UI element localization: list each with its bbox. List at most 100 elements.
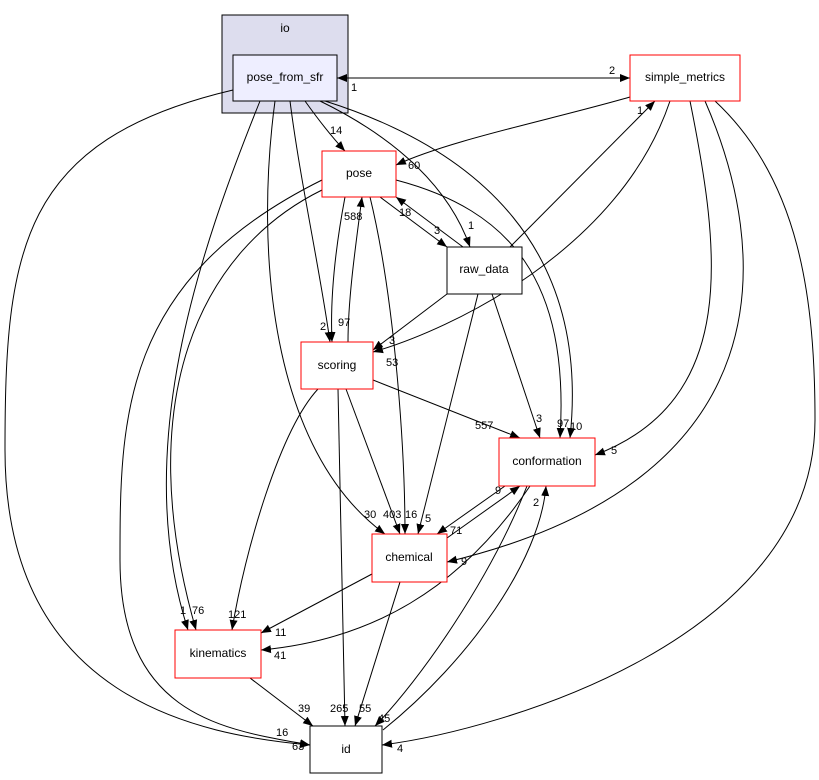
edge-conformation-id [374, 485, 528, 727]
edge-label[interactable]: 3 [434, 225, 440, 237]
edge-label[interactable]: 1 [180, 605, 186, 617]
node-label: chemical [385, 550, 432, 564]
node-pose_from_sfr[interactable]: pose_from_sfr [232, 54, 338, 102]
node-id[interactable]: id [309, 725, 383, 774]
edge-pose-id [119, 179, 323, 748]
edge-scoring-pose [347, 196, 365, 343]
edge-label[interactable]: 9 [495, 485, 501, 497]
node-box [371, 533, 448, 583]
edge-label[interactable]: 265 [330, 703, 348, 715]
edge-scoring-id [337, 388, 349, 727]
edge-label[interactable]: 63 [292, 741, 304, 753]
edge-label[interactable]: 11 [275, 627, 286, 639]
edge-label[interactable]: 76 [192, 605, 204, 617]
node-chemical[interactable]: chemical [371, 533, 448, 583]
edge-simple_metrics-chemical [446, 100, 744, 564]
edge-label[interactable]: 1 [468, 220, 474, 232]
edge-label[interactable]: 1 [351, 82, 357, 94]
edge-label[interactable]: 14 [330, 125, 342, 137]
edge-label[interactable]: 97 [338, 317, 350, 329]
edge-pose_from_sfr-kinematics [165, 100, 261, 631]
edge-label[interactable]: 1 [637, 105, 643, 117]
edge-pose_from_sfr-pose [304, 100, 346, 152]
edge-label[interactable]: 2 [320, 321, 326, 333]
node-kinematics[interactable]: kinematics [174, 629, 262, 679]
edge-label[interactable]: 2 [609, 65, 615, 77]
node-box [232, 54, 338, 102]
edge-chemical-kinematics [260, 573, 373, 634]
edge-simple_metrics-scoring [372, 100, 671, 354]
edge-id-conformation [382, 485, 550, 731]
edge-pose-conformation [395, 179, 565, 439]
edge-label[interactable]: 557 [475, 420, 493, 432]
edge-pose_from_sfr-chemical [267, 100, 386, 535]
edge-raw_data-scoring [372, 293, 448, 351]
edge-chemical-id [354, 581, 401, 727]
edge-label[interactable]: 55 [359, 703, 371, 715]
node-box [321, 150, 397, 198]
node-raw_data[interactable]: raw_data [446, 246, 523, 295]
edge-kinematics-id [249, 677, 314, 727]
edge-label[interactable]: 588 [344, 211, 362, 223]
edge-label[interactable]: 97 [557, 418, 569, 430]
edge-label[interactable]: 3 [389, 335, 395, 347]
edges [4, 74, 816, 749]
edge-pose-raw_data [379, 196, 448, 248]
edge-label[interactable]: 16 [276, 727, 288, 739]
node-box [174, 629, 262, 679]
edge-label[interactable]: 18 [399, 207, 411, 219]
edge-label[interactable]: 5 [425, 513, 431, 525]
edge-pose_from_sfr-id [4, 89, 311, 749]
edge-simple_metrics-conformation [594, 100, 712, 456]
edge-label[interactable]: 53 [386, 357, 398, 369]
edge-pose_from_sfr-scoring [289, 100, 333, 343]
edge-conformation-chemical [436, 485, 506, 535]
edge-pose-scoring [327, 196, 346, 343]
edge-scoring-kinematics [229, 388, 319, 631]
edge-label[interactable]: 403 [383, 509, 401, 521]
edge-scoring-conformation [372, 379, 521, 439]
node-box [300, 341, 374, 390]
node-box [446, 246, 523, 295]
edge-label[interactable]: 30 [364, 509, 376, 521]
node-simple_metrics[interactable]: simple_metrics [629, 54, 741, 102]
node-label: raw_data [459, 262, 509, 276]
edge-label[interactable]: 45 [378, 713, 390, 725]
edge-chemical-conformation [446, 485, 521, 539]
edge-scoring-chemical [345, 388, 401, 535]
edge-simple_metrics-pose [395, 96, 631, 166]
edge-conformation-kinematics [260, 485, 531, 654]
edge-raw_data-simple_metrics [509, 100, 656, 248]
edge-raw_data-pose [395, 196, 464, 248]
node-label: conformation [512, 454, 581, 468]
edge-simple_metrics-id [381, 100, 816, 748]
edge-label[interactable]: 39 [298, 703, 310, 715]
edge-raw_data-chemical [416, 293, 479, 535]
node-conformation[interactable]: conformation [498, 437, 596, 487]
edge-label[interactable]: 4 [397, 743, 403, 755]
node-label: pose [346, 166, 372, 180]
edge-label[interactable]: 16 [405, 509, 417, 521]
cluster-io-label: io [280, 21, 290, 35]
edge-label[interactable]: 9 [461, 556, 467, 568]
node-label: simple_metrics [645, 70, 725, 84]
edge-label[interactable]: 5 [611, 445, 617, 457]
node-label: pose_from_sfr [247, 70, 324, 84]
edge-label[interactable]: 10 [570, 421, 582, 433]
edge-label[interactable]: 3 [536, 413, 542, 425]
node-box [309, 725, 383, 774]
node-label: id [341, 742, 350, 756]
node-pose[interactable]: pose [321, 150, 397, 198]
edge-label[interactable]: 121 [228, 609, 246, 621]
node-box [629, 54, 741, 102]
edge-raw_data-conformation [491, 293, 541, 439]
edge-label[interactable]: 2 [533, 497, 539, 509]
node-scoring[interactable]: scoring [300, 341, 374, 390]
edge-label[interactable]: 41 [274, 650, 286, 662]
edge-labels: 2 1 14 1 2 10 30 1 16 60 53 5 9 4 3 18 9… [180, 65, 643, 755]
edge-label[interactable]: 71 [450, 525, 462, 537]
edge-label[interactable]: 60 [408, 160, 420, 172]
edge-pose_from_sfr-conformation [324, 100, 576, 439]
edge-pose_from_sfr-raw_data [319, 100, 471, 248]
